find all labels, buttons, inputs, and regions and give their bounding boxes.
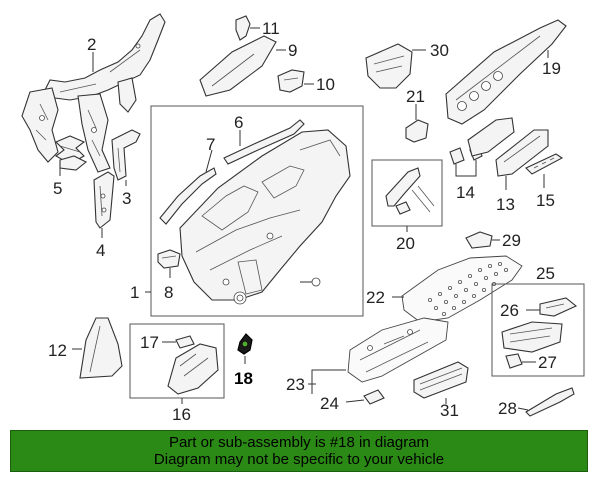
part-18-highlighted[interactable] [237,333,253,355]
part-storage-tray[interactable] [501,321,563,353]
part-15-trim-strip[interactable] [525,153,564,175]
info-banner: Part or sub-assembly is #18 in diagram D… [10,430,588,472]
part-7-side-trim[interactable] [159,167,217,225]
fastener-grommet [233,291,247,305]
part-27-knob[interactable] [505,353,523,369]
part-1-instrument-panel[interactable] [179,129,351,301]
callout-23: 23 [286,375,305,394]
callout-16: 16 [172,405,191,424]
part-2-cross-beam[interactable] [21,13,166,173]
callout-4: 4 [96,241,105,260]
banner-line-1: Part or sub-assembly is #18 in diagram [168,434,430,451]
part-22-insulator[interactable] [401,255,523,323]
assembly-25-box [491,283,585,377]
callout-13: 13 [496,195,515,214]
callout-21: 21 [406,87,425,106]
callout-14: 14 [456,183,475,202]
callout-3: 3 [122,189,131,208]
part-19-dash-trim-panel[interactable] [445,19,567,125]
part-11-clip[interactable] [235,15,251,41]
part-29-clip[interactable] [465,231,493,249]
part-31-module[interactable] [413,361,469,399]
part-17-clip[interactable] [175,335,195,349]
part-21-bracket[interactable] [405,119,429,143]
part-28-trim-strip[interactable] [525,387,575,417]
banner-line-2: Diagram may not be specific to your vehi… [153,451,445,468]
callout-11: 11 [262,19,280,38]
callout-15: 15 [536,191,555,210]
callout-18: 18 [234,369,253,388]
part-9-trim-panel[interactable] [199,35,277,97]
assembly-16-box [129,323,225,399]
part-5-clips[interactable] [55,135,88,171]
part-13-trim-bezel[interactable] [467,117,549,177]
callout-29: 29 [502,231,521,250]
callout-12: 12 [48,341,67,360]
callout-10: 10 [316,75,335,94]
part-12-end-cap[interactable] [79,317,123,379]
callout-22: 22 [366,288,385,307]
callout-9: 9 [288,41,297,60]
callout-17: 17 [140,333,159,352]
parts-diagram: 2 5 3 4 11 9 10 [21,13,585,424]
callout-5: 5 [53,179,62,198]
part-23-carrier[interactable] [347,317,449,383]
callout-8: 8 [164,283,173,302]
callout-28: 28 [498,399,517,418]
fastener-screw [300,277,321,287]
part-6-defrost-trim[interactable] [223,119,305,165]
callout-24: 24 [320,394,339,413]
callout-30: 30 [430,41,449,60]
callout-25: 25 [536,264,555,283]
callout-26: 26 [500,301,519,320]
part-8-vent[interactable] [157,249,181,269]
callout-19: 19 [542,59,561,78]
part-3-bracket[interactable] [111,129,141,181]
callout-6: 6 [234,113,243,132]
part-10-switch[interactable] [277,69,305,93]
callout-27: 27 [538,353,557,372]
part-4-support-bracket[interactable] [93,171,115,229]
callout-1: 1 [130,283,139,302]
part-20-pillar-trim[interactable] [385,167,435,215]
part-30-vent-housing[interactable] [365,43,413,89]
part-24-clip[interactable] [363,389,385,405]
part-16-glove-box-housing[interactable] [167,343,219,395]
assembly-1-box [150,105,364,317]
callout-2: 2 [87,35,96,54]
callout-31: 31 [440,401,459,420]
part-26-lid[interactable] [539,297,578,317]
assembly-20-box [371,159,443,227]
callout-20: 20 [396,234,415,253]
callout-7: 7 [206,135,215,154]
